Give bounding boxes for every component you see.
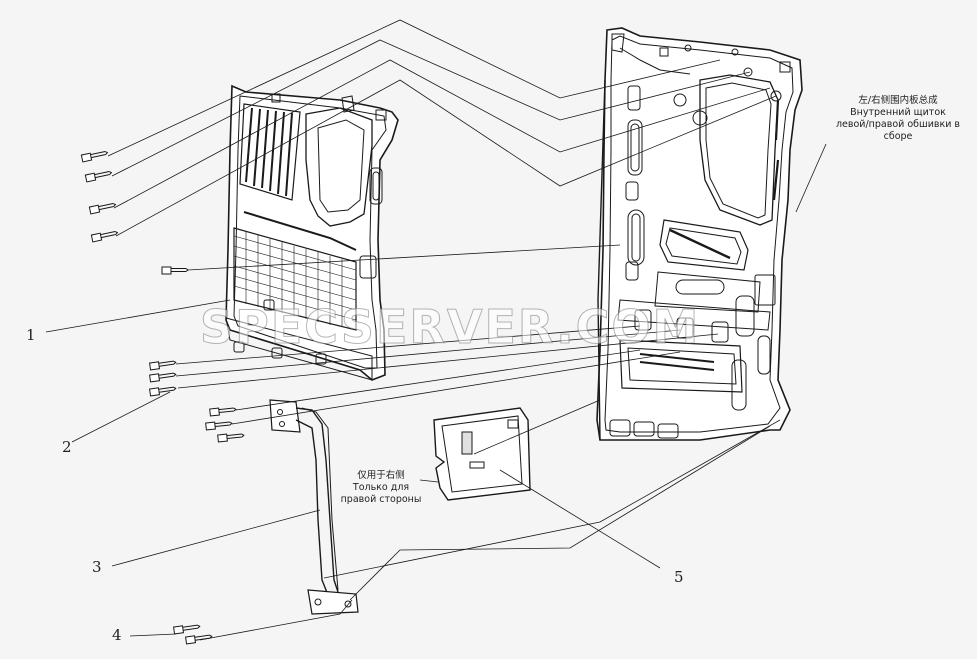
screws [80, 151, 245, 645]
callout-5: 5 [674, 568, 684, 586]
bracket-plate [433, 407, 531, 501]
watermark-text: SPECSERVER.COM [199, 300, 701, 355]
assembly-note: 左/右侧围内板总成 Внутренний щиток левой/правой … [830, 95, 966, 143]
grab-bar [269, 399, 359, 615]
side-note-ru-2: правой стороны [340, 494, 422, 505]
assembly-note-ru-2: левой/правой обшивки в [835, 119, 961, 130]
callout-1: 1 [26, 326, 36, 344]
side-note-ru-1: Только для [352, 482, 410, 493]
assembly-note-ru-3: сборе [883, 131, 913, 142]
inner-panel-assembly [596, 27, 803, 441]
trim-panel [225, 84, 399, 381]
assembly-note-ru-1: Внутренний щиток [850, 107, 946, 118]
side-note-zh: 仅用于右侧 [357, 470, 405, 481]
leader-lines [45, 19, 827, 641]
assembly-note-zh: 左/右侧围内板总成 [858, 95, 938, 106]
callout-4: 4 [112, 626, 122, 644]
callout-3: 3 [92, 558, 102, 576]
right-side-only-note: 仅用于右侧 Только для правой стороны [338, 470, 424, 506]
callout-2: 2 [62, 438, 72, 456]
